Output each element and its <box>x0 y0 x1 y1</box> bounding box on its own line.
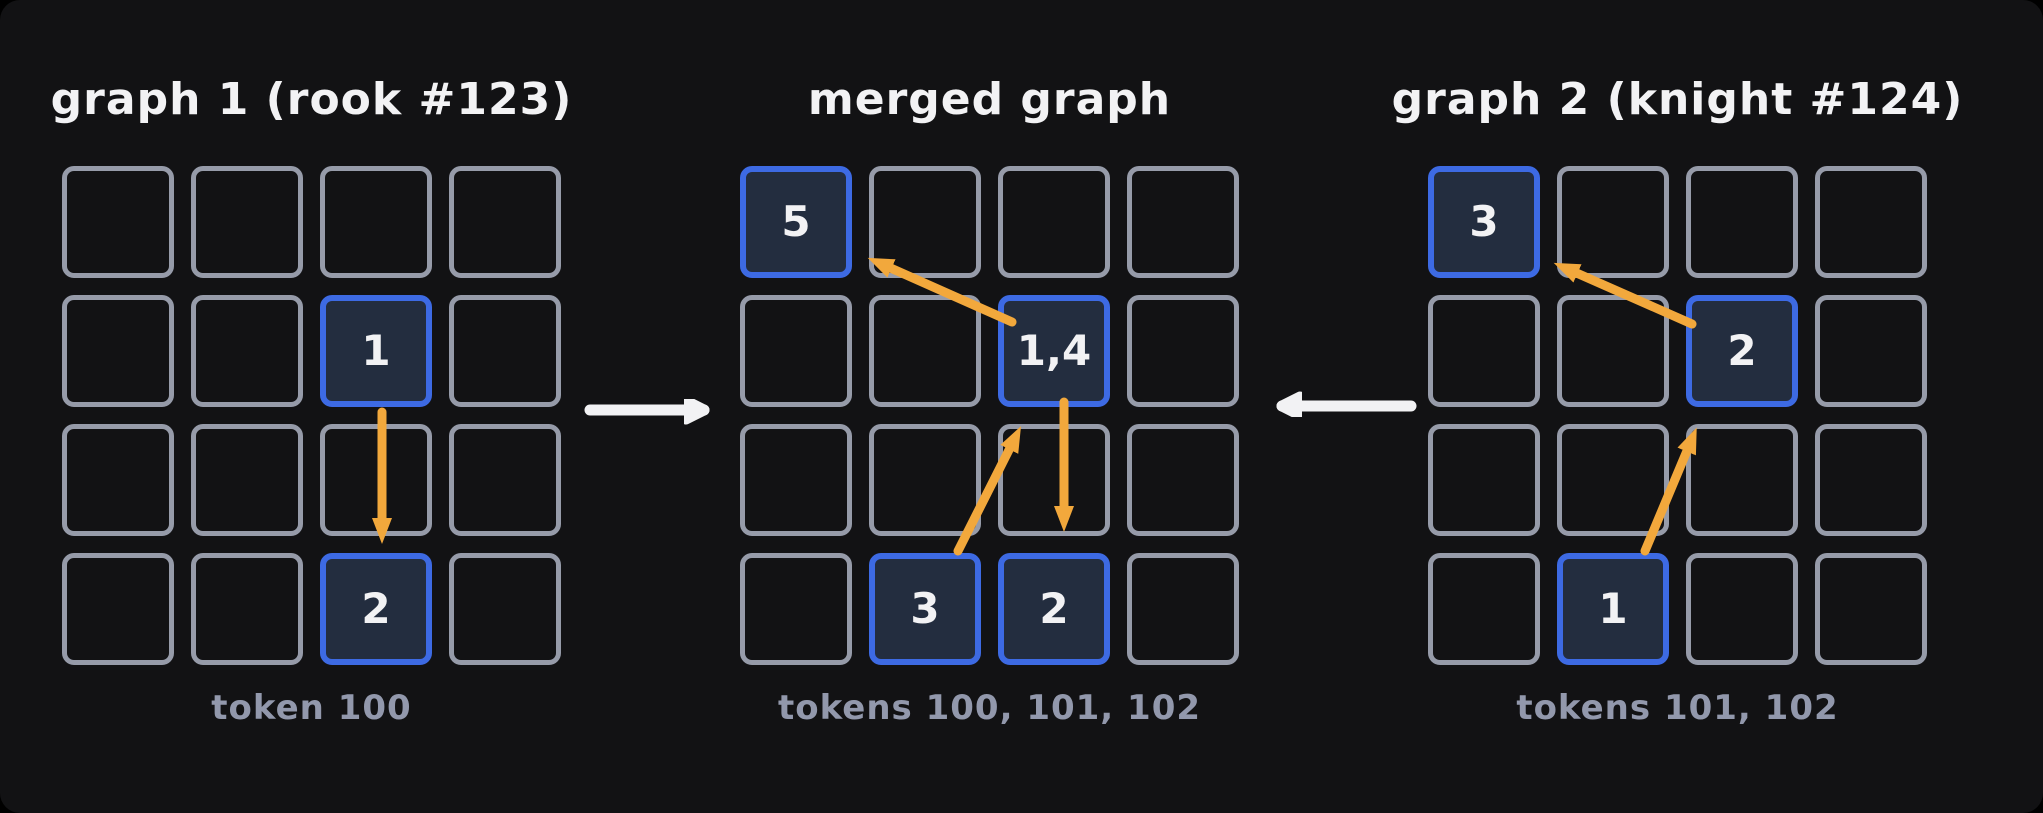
cell-label: 2 <box>361 584 391 633</box>
grid-cell <box>1815 553 1927 665</box>
grid-cell <box>449 295 561 407</box>
graph-2-title: graph 2 (knight #124) <box>1391 74 1964 125</box>
grid-cell <box>1428 424 1540 536</box>
grid-cell-active: 1,4 <box>998 295 1110 407</box>
grid-cell-active: 3 <box>869 553 981 665</box>
graph-1-title: graph 1 (rook #123) <box>50 74 573 125</box>
grid-cell <box>1428 553 1540 665</box>
grid-cell-active: 3 <box>1428 166 1540 278</box>
grid-cell <box>740 424 852 536</box>
grid-cell <box>1127 424 1239 536</box>
grid-cell <box>1815 424 1927 536</box>
grid-cell <box>1557 295 1669 407</box>
panel-merged-graph: merged graph 5 1,4 3 2 tokens 100, 101, 102 <box>740 0 1239 813</box>
graph-2-grid: 3 2 1 <box>1428 166 1927 665</box>
cell-label: 3 <box>1469 197 1499 246</box>
grid-cell <box>191 553 303 665</box>
grid-cell <box>1686 553 1798 665</box>
grid-cell <box>62 553 174 665</box>
grid-cell <box>869 166 981 278</box>
cell-label: 5 <box>781 197 811 246</box>
grid-cell <box>998 424 1110 536</box>
grid-cell-active: 2 <box>320 553 432 665</box>
grid-cell <box>1557 166 1669 278</box>
grid-cell <box>869 424 981 536</box>
cell-label: 2 <box>1727 326 1757 375</box>
grid-cell <box>1686 424 1798 536</box>
grid-cell <box>1557 424 1669 536</box>
cell-label: 3 <box>910 584 940 633</box>
merged-graph-grid: 5 1,4 3 2 <box>740 166 1239 665</box>
grid-cell <box>449 424 561 536</box>
merged-graph-caption: tokens 100, 101, 102 <box>777 688 1202 728</box>
grid-cell <box>191 424 303 536</box>
grid-cell <box>869 295 981 407</box>
panel-graph-2: graph 2 (knight #124) 3 2 1 tokens 101, 10… <box>1392 0 1963 813</box>
grid-cell <box>1686 166 1798 278</box>
grid-cell <box>62 424 174 536</box>
grid-cell-active: 1 <box>1557 553 1669 665</box>
cell-label: 1 <box>361 326 391 375</box>
grid-cell <box>1428 295 1540 407</box>
grid-cell <box>1127 166 1239 278</box>
graph-2-caption: tokens 101, 102 <box>1516 688 1839 728</box>
grid-cell-active: 2 <box>1686 295 1798 407</box>
cell-label: 1 <box>1598 584 1628 633</box>
grid-cell <box>449 553 561 665</box>
grid-cell <box>1127 553 1239 665</box>
grid-cell <box>998 166 1110 278</box>
grid-cell <box>191 295 303 407</box>
grid-cell <box>62 166 174 278</box>
grid-cell <box>449 166 561 278</box>
cell-label: 2 <box>1039 584 1069 633</box>
grid-cell <box>1815 166 1927 278</box>
grid-cell <box>191 166 303 278</box>
grid-cell <box>740 553 852 665</box>
grid-cell <box>1815 295 1927 407</box>
grid-cell-active: 2 <box>998 553 1110 665</box>
cell-label: 1,4 <box>1016 326 1092 375</box>
grid-cell-active: 1 <box>320 295 432 407</box>
grid-cell <box>62 295 174 407</box>
grid-cell <box>740 295 852 407</box>
graph-1-caption: token 100 <box>211 688 412 728</box>
grid-cell <box>1127 295 1239 407</box>
grid-cell <box>320 166 432 278</box>
grid-cell <box>320 424 432 536</box>
merged-graph-title: merged graph <box>807 74 1172 125</box>
grid-cell-active: 5 <box>740 166 852 278</box>
